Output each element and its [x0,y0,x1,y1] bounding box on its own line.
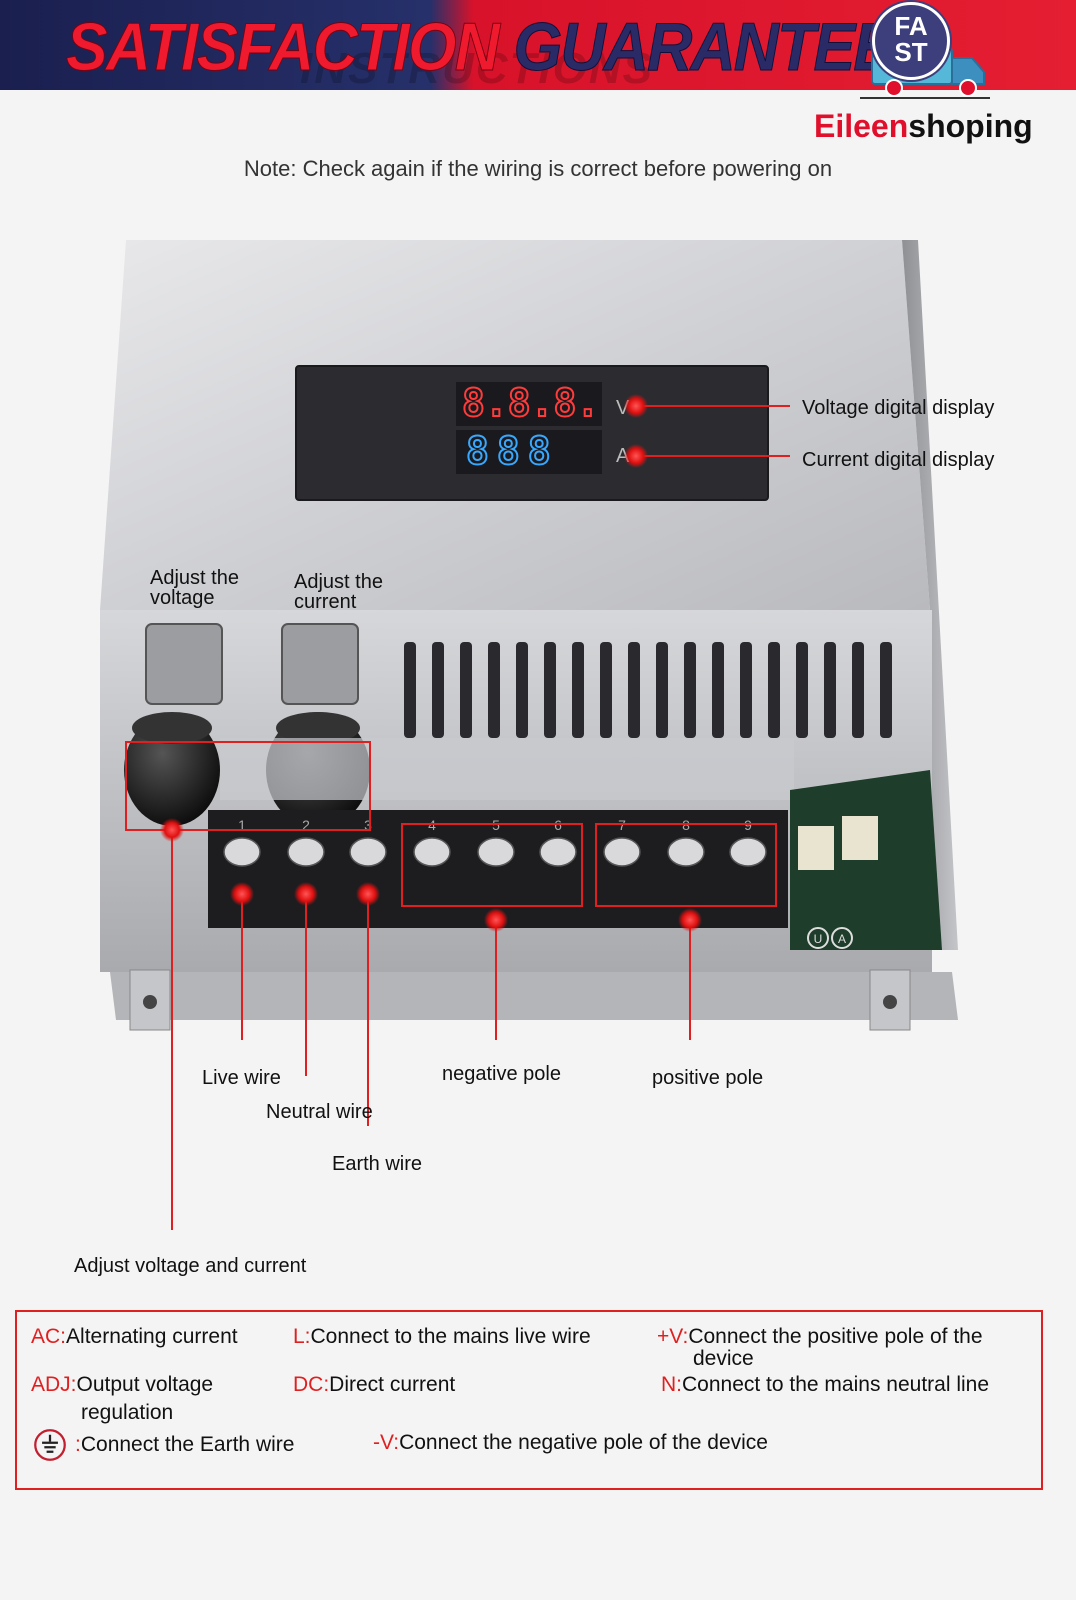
svg-text:2: 2 [302,817,310,833]
terminal-screws [223,837,767,867]
legend-earth: :Connect the Earth wire [75,1433,295,1456]
fast-badge: FA ST [872,2,950,80]
brand-logo: Eileenshoping [814,108,1033,145]
legend-adj: ADJ:Output voltage [31,1373,214,1396]
brand-part1: Eileen [814,108,909,144]
current-display [456,430,602,474]
label-positive-pole: positive pole [652,1067,764,1089]
base-plate [110,972,958,1020]
brand-part2: shoping [908,108,1033,144]
label-current-display: Current digital display [802,449,995,471]
label-negative-pole: negative pole [442,1063,561,1085]
label-adjust-current-2: current [294,591,357,613]
earth-ground-icon [34,1429,66,1461]
callout-dots [160,394,702,932]
badge-line2: ST [894,37,928,67]
side-panel [902,240,958,950]
vent-slots [404,642,892,738]
legend-dc: DC:Direct current [293,1373,456,1396]
wiring-note: Note: Check again if the wiring is corre… [243,156,833,181]
label-adjust-current-1: Adjust the [294,571,383,593]
mount-hole-right [883,995,897,1009]
legend-l: L:Connect to the mains live wire [293,1325,591,1348]
jumper-connector-2 [842,816,878,860]
svg-text:3: 3 [364,817,372,833]
callout-lines [171,405,790,1230]
label-adjust-both: Adjust voltage and current [74,1255,307,1277]
banner-title: SATISFACTION GUARANTEED [66,8,939,86]
jumper-connector [798,826,834,870]
legend-n: N:Connect to the mains neutral line [661,1373,990,1396]
label-neutral-wire: Neutral wire [266,1101,373,1123]
svg-text:1: 1 [238,817,246,833]
label-voltage-display: Voltage digital display [802,397,995,419]
label-earth-wire: Earth wire [332,1153,423,1175]
legend-adj-cont: regulation [81,1401,174,1424]
voltage-digits: 8.8.8. [462,381,599,425]
u-marking-text: U [814,932,823,946]
label-adjust-voltage-2: voltage [150,587,215,609]
banner-ghost-text: INSTRUCTIONS [300,44,654,90]
legend-ac: AC:Alternating current [31,1325,238,1348]
current-digits: 888 [466,429,559,473]
label-adjust-voltage-1: Adjust the [150,567,239,589]
u-marking [807,927,829,949]
a-marking-text: A [838,932,846,946]
label-live-wire: Live wire [202,1067,281,1089]
highlight-boxes [125,741,777,907]
voltage-display [456,382,602,426]
legend-pv-cont: device [693,1347,754,1370]
mount-hole-left [143,995,157,1009]
power-supply-illustration: 8.8.8. 888 V A [100,240,958,1230]
legend-nv: -V:Connect the negative pole of the devi… [373,1431,768,1454]
terminal-cover [220,738,794,800]
a-marking [831,927,853,949]
legend-pv: +V:Connect the positive pole of the [657,1325,983,1348]
banner-title-word1: SATISFACTION [66,9,501,86]
badge-line1: FA [894,11,928,41]
banner-title-word2: GUARANTEED [513,9,939,86]
legend-box: AC:Alternating current L:Connect to the … [15,1310,1043,1490]
